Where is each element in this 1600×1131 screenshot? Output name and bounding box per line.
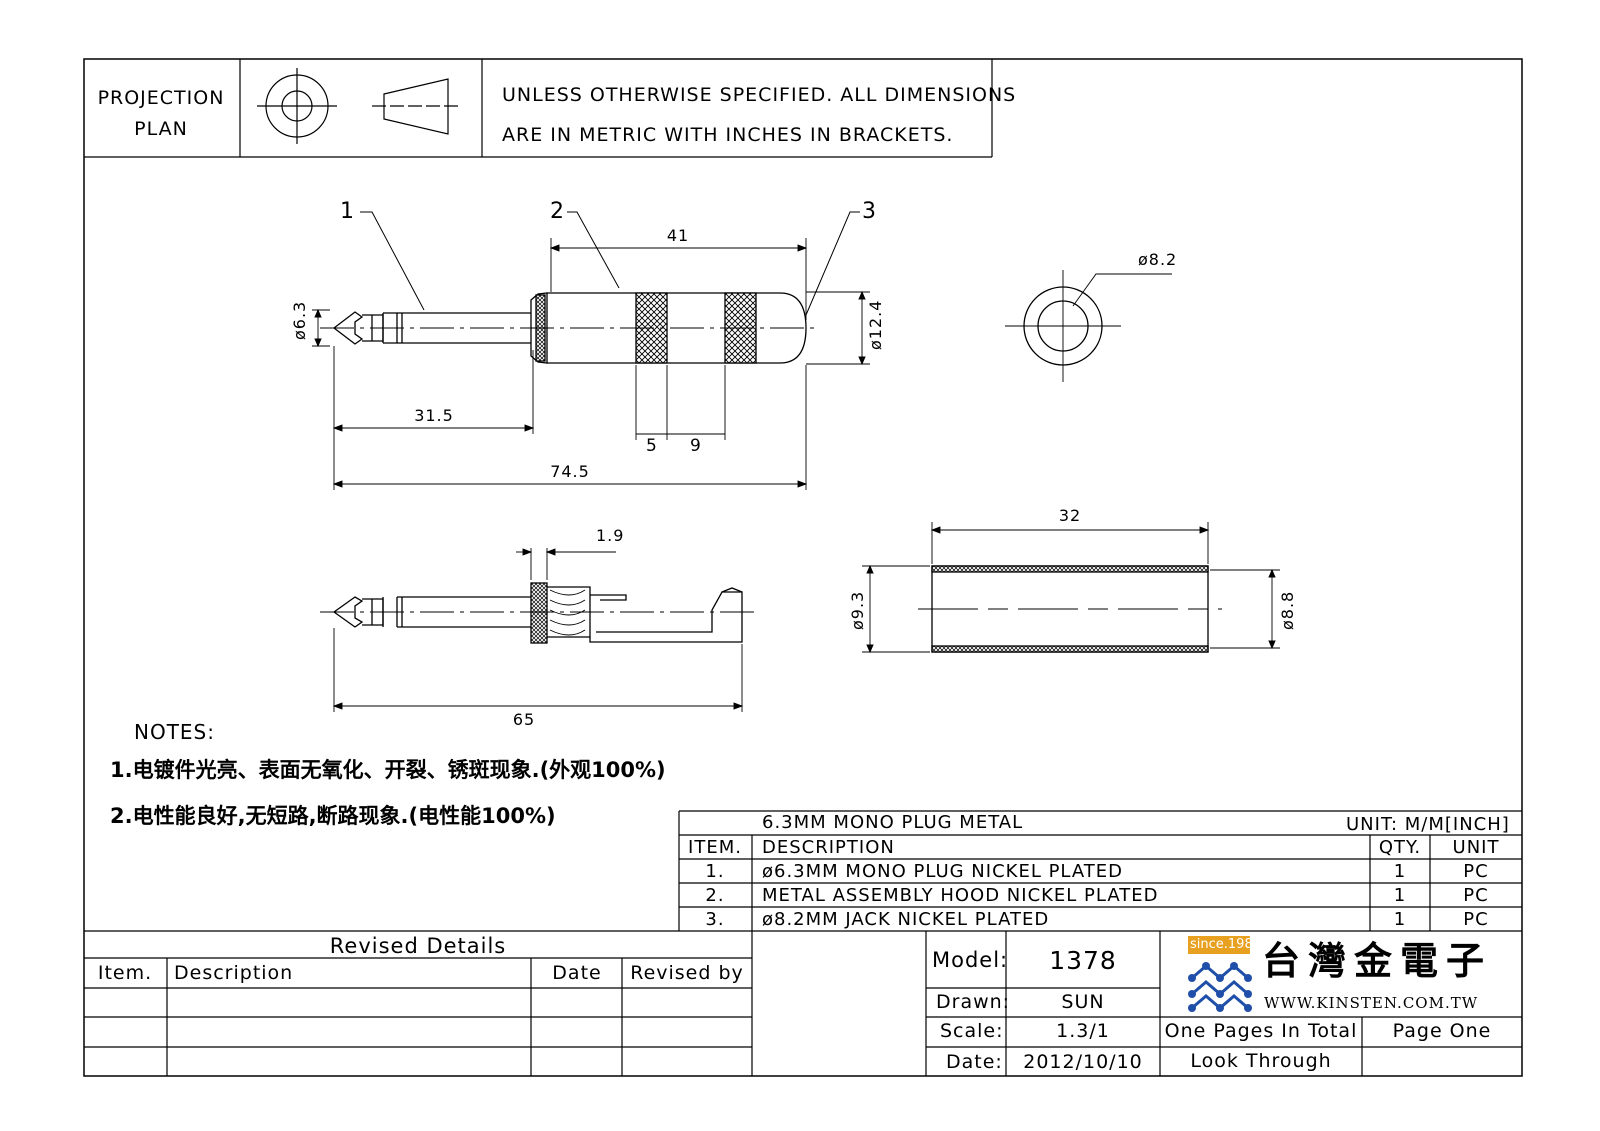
projection-label-line1: PROJECTION bbox=[97, 87, 225, 109]
dim-1-9: 1.9 bbox=[596, 526, 625, 545]
hood-view bbox=[918, 565, 1222, 653]
drawn-value: SUN bbox=[1061, 991, 1105, 1013]
dim-5: 5 bbox=[646, 436, 658, 456]
dim-hood-inner: ø8.8 bbox=[1278, 590, 1297, 630]
assembly-dimensions bbox=[332, 548, 744, 712]
bom-row-3-item: 3. bbox=[705, 909, 725, 930]
dim-hood-outer: ø9.3 bbox=[848, 590, 867, 630]
revised-header-revised-by: Revised by bbox=[630, 962, 744, 984]
company-logo-icon bbox=[1188, 936, 1252, 1012]
dim-74-5: 74.5 bbox=[550, 462, 590, 481]
bom-row-1-unit: PC bbox=[1463, 861, 1489, 882]
projection-header-box bbox=[84, 59, 993, 158]
bom-row-3-qty: 1 bbox=[1393, 909, 1407, 930]
dim-31-5: 31.5 bbox=[414, 406, 454, 425]
bom-row-1-item: 1. bbox=[705, 861, 725, 882]
callout-1: 1 bbox=[340, 199, 355, 224]
scale-label: Scale: bbox=[940, 1020, 1004, 1042]
notes-heading: NOTES: bbox=[134, 720, 215, 744]
date-label: Date: bbox=[946, 1051, 1003, 1073]
callout-2: 2 bbox=[550, 199, 565, 224]
dim-32: 32 bbox=[1058, 506, 1082, 525]
projection-label-line2: PLAN bbox=[134, 118, 188, 140]
page-number: Page One bbox=[1392, 1020, 1492, 1042]
bom-table-grid bbox=[678, 810, 1522, 931]
dim-jack-diameter: ø8.2 bbox=[1138, 250, 1178, 269]
dim-41: 41 bbox=[666, 226, 690, 245]
revised-header-item: Item. bbox=[97, 962, 153, 984]
company-name: 台灣金電子 bbox=[1262, 939, 1493, 983]
company-since: since.1980 bbox=[1190, 937, 1261, 952]
look-through: Look Through bbox=[1190, 1050, 1332, 1072]
bom-row-3-unit: PC bbox=[1463, 909, 1489, 930]
dim-65: 65 bbox=[512, 710, 536, 729]
plug-top-view bbox=[320, 292, 820, 364]
dim-plug-diameter: ø6.3 bbox=[290, 300, 309, 340]
bom-header-item: ITEM. bbox=[688, 837, 742, 858]
bom-row-1-qty: 1 bbox=[1393, 861, 1407, 882]
scale-value: 1.3/1 bbox=[1056, 1020, 1110, 1042]
bom-header-qty: QTY. bbox=[1378, 837, 1422, 858]
callout-leaders bbox=[360, 211, 860, 316]
bom-header-description: DESCRIPTION bbox=[762, 837, 895, 858]
projection-symbol-icon bbox=[257, 68, 460, 144]
spec-note-line2: ARE IN METRIC WITH INCHES IN BRACKETS. bbox=[502, 124, 954, 146]
jack-front-view bbox=[1005, 270, 1172, 382]
bottom-block-grid bbox=[84, 930, 1522, 1076]
note-2: 2.电性能良好,无短路,断路现象.(电性能100%) bbox=[110, 804, 556, 828]
bom-row-1-description: ø6.3MM MONO PLUG NICKEL PLATED bbox=[762, 861, 1124, 882]
bom-row-2-qty: 1 bbox=[1393, 885, 1407, 906]
bom-row-3-description: ø8.2MM JACK NICKEL PLATED bbox=[762, 909, 1050, 930]
bom-unit-label: UNIT: M/M[INCH] bbox=[1346, 814, 1510, 835]
note-1: 1.电镀件光亮、表面无氧化、开裂、锈斑现象.(外观100%) bbox=[110, 758, 666, 782]
revised-header-date: Date bbox=[552, 962, 602, 984]
drawn-label: Drawn: bbox=[936, 991, 1011, 1013]
bom-row-2-unit: PC bbox=[1463, 885, 1489, 906]
spec-note-line1: UNLESS OTHERWISE SPECIFIED. ALL DIMENSIO… bbox=[502, 84, 1017, 106]
bom-header-unit: UNIT bbox=[1452, 837, 1500, 858]
plug-assembly-view bbox=[320, 582, 760, 644]
revised-title: Revised Details bbox=[329, 934, 507, 958]
hood-dimensions bbox=[862, 522, 1280, 654]
bom-title: 6.3MM MONO PLUG METAL bbox=[762, 812, 1024, 833]
model-label: Model: bbox=[932, 948, 1009, 972]
bom-row-2-item: 2. bbox=[705, 885, 725, 906]
top-view-dimensions bbox=[312, 238, 870, 490]
revised-header-description: Description bbox=[174, 962, 294, 984]
company-website: WWW.KINSTEN.COM.TW bbox=[1264, 994, 1479, 1012]
bom-row-2-description: METAL ASSEMBLY HOOD NICKEL PLATED bbox=[762, 885, 1159, 906]
pages-total: One Pages In Total bbox=[1164, 1020, 1358, 1042]
dim-body-diameter: ø12.4 bbox=[866, 299, 885, 350]
sheet-border bbox=[83, 58, 1523, 1077]
dim-9: 9 bbox=[690, 436, 702, 456]
callout-3: 3 bbox=[862, 199, 877, 224]
date-value: 2012/10/10 bbox=[1023, 1051, 1143, 1073]
model-value: 1378 bbox=[1049, 946, 1117, 975]
